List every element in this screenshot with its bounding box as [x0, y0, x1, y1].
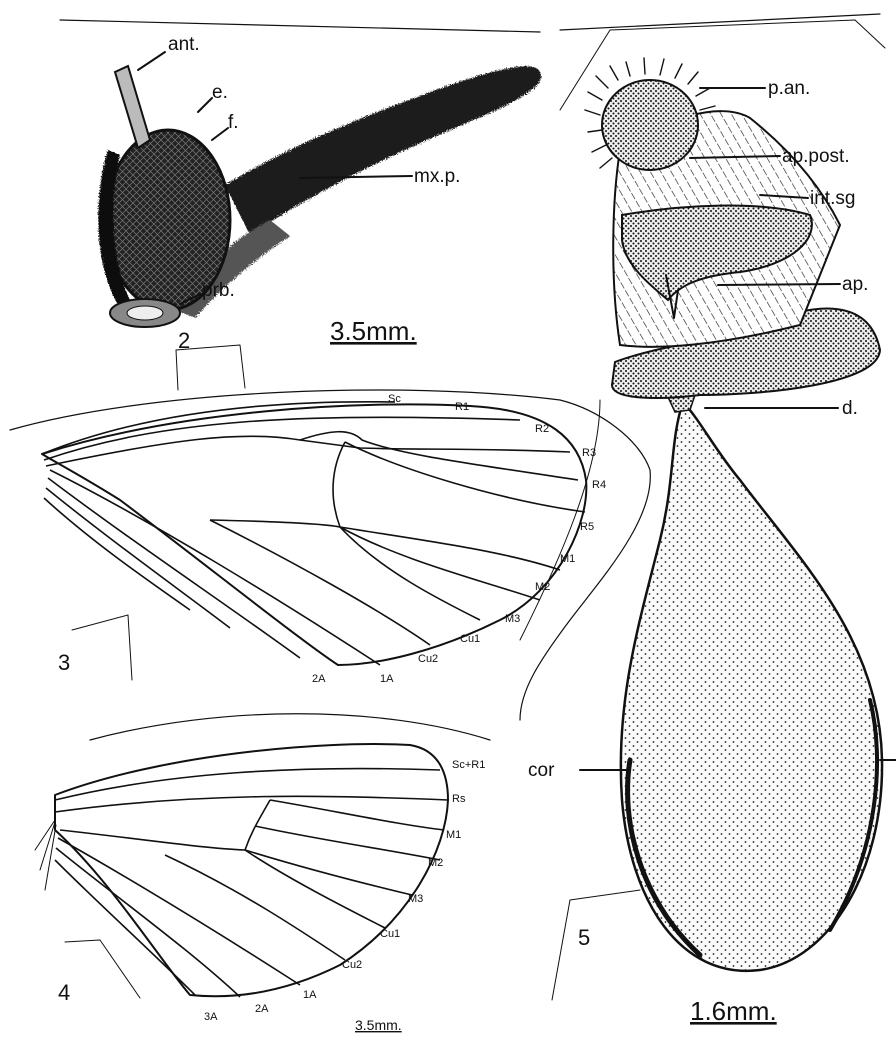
hindwing-veins [55, 769, 448, 997]
label-ap: ap. [842, 274, 868, 295]
figure-5-scale: 1.6mm. [690, 996, 777, 1026]
vein-sc: Sc [388, 393, 401, 405]
label-mxp: mx.p. [414, 166, 460, 187]
label-cor: cor [528, 760, 555, 781]
figure-2-scale: 3.5mm. [330, 316, 417, 346]
figure-3-forewing: Sc R1 R2 R3 R4 R5 M1 M2 M3 Cu1 Cu2 1A 2A… [10, 390, 650, 720]
figure-2-head: ant. e. f. mx.p. prb. 2 3.5mm. [98, 34, 541, 353]
vein-r1: R1 [455, 401, 469, 413]
figure-4-hindwing: Sc+R1 Rs M1 M2 M3 Cu1 Cu2 1A 2A 3A 4 3.5… [35, 714, 490, 1033]
vein-r4: R4 [592, 479, 606, 491]
label-f: f. [228, 112, 239, 133]
vein-3a-hw: 3A [204, 1011, 218, 1023]
vein-m3-hw: M3 [408, 893, 423, 905]
figure-2-number: 2 [178, 328, 190, 353]
label-appost: ap.post. [782, 146, 850, 167]
label-d: d. [842, 398, 858, 419]
vein-r5: R5 [580, 521, 594, 533]
label-pan: p.an. [768, 78, 810, 99]
vein-2a: 2A [312, 673, 326, 685]
vein-1a: 1A [380, 673, 394, 685]
maxillary-palp [225, 66, 541, 235]
vein-m1: M1 [560, 553, 575, 565]
label-prb: prb. [202, 280, 235, 301]
vein-scr1: Sc+R1 [452, 759, 485, 771]
vein-m2-hw: M2 [428, 857, 443, 869]
figure-4-scale: 3.5mm. [355, 1017, 402, 1033]
vein-1a-hw: 1A [303, 989, 317, 1001]
vein-r2: R2 [535, 423, 549, 435]
corpus-bursae [621, 402, 882, 971]
vein-m1-hw: M1 [446, 829, 461, 841]
vein-cu2: Cu2 [418, 653, 438, 665]
label-intsg: int.sg [810, 188, 855, 209]
vein-m2: M2 [535, 581, 550, 593]
label-ant: ant. [168, 34, 200, 55]
vein-rs: Rs [452, 793, 466, 805]
vein-2a-hw: 2A [255, 1003, 269, 1015]
antenna [115, 66, 150, 148]
vein-cu2-hw: Cu2 [342, 959, 362, 971]
label-e: e. [212, 82, 228, 103]
figure-4-number: 4 [58, 980, 70, 1005]
vein-cu1-hw: Cu1 [380, 928, 400, 940]
vein-m3: M3 [505, 613, 520, 625]
figure-3-number: 3 [58, 650, 70, 675]
figure-5-number: 5 [578, 925, 590, 950]
forewing-veins [42, 402, 585, 665]
forewing-outline [42, 404, 586, 665]
figure-5-genitalia: p.an. ap.post. int.sg ap. d. cor 5 1.6mm… [520, 58, 896, 1026]
papillae-anales [602, 80, 698, 170]
vein-cu1: Cu1 [460, 633, 480, 645]
